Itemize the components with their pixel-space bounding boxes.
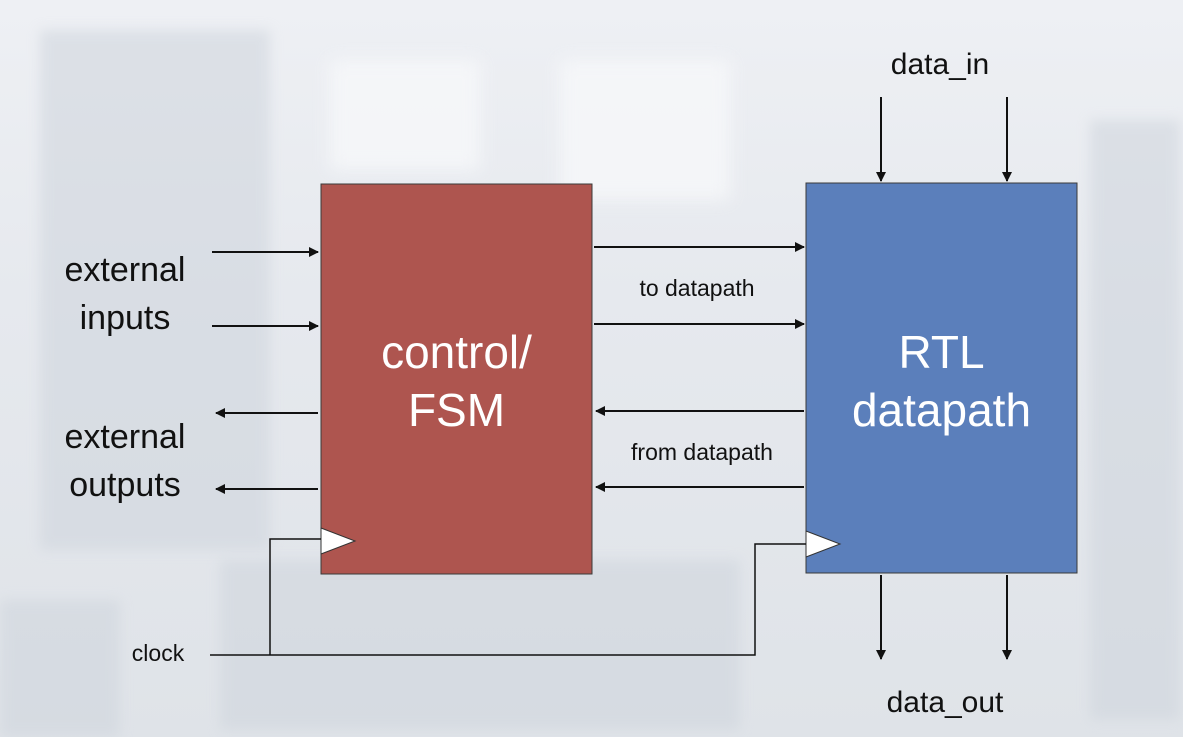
fsm-block [320, 183, 593, 575]
datapath-block [805, 182, 1078, 574]
external-inputs-line2: inputs [79, 299, 171, 337]
fsm-label: control/ FSM [321, 323, 592, 439]
clock-wire [210, 543, 806, 656]
datapath-label: RTL datapath [806, 323, 1077, 439]
external-inputs-line1: external [64, 251, 186, 289]
data-in-label: data_in [890, 48, 990, 81]
fsm-label-line1: control/ [381, 326, 532, 378]
to-datapath-label: to datapath [639, 275, 755, 301]
external-inputs-label: external inputs [50, 246, 200, 342]
clock-wire-fsm-branch [269, 538, 321, 655]
from-datapath-label: from datapath [631, 439, 773, 465]
datapath-label-line1: RTL [898, 326, 985, 378]
external-outputs-line1: external [64, 418, 186, 456]
clock-label: clock [131, 640, 185, 666]
external-outputs-line2: outputs [69, 466, 181, 504]
fsm-label-line2: FSM [407, 384, 506, 436]
data-out-label: data_out [886, 686, 1004, 719]
datapath-label-line2: datapath [851, 384, 1032, 436]
fsm-clock-triangle [320, 527, 357, 555]
external-outputs-label: external outputs [50, 413, 200, 509]
